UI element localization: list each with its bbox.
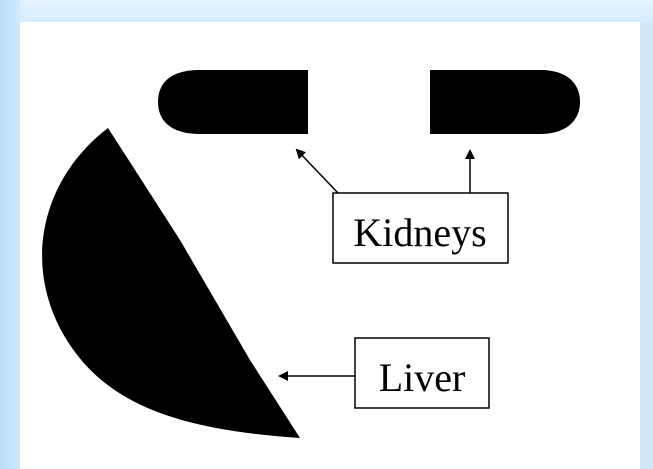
liver-shape — [42, 128, 300, 438]
kidneys-label: Kidneys — [353, 210, 486, 255]
kidneys-arrow-left — [297, 150, 338, 193]
right-kidney-shape — [430, 70, 580, 134]
liver-label: Liver — [379, 355, 466, 400]
left-kidney-shape — [158, 70, 308, 134]
